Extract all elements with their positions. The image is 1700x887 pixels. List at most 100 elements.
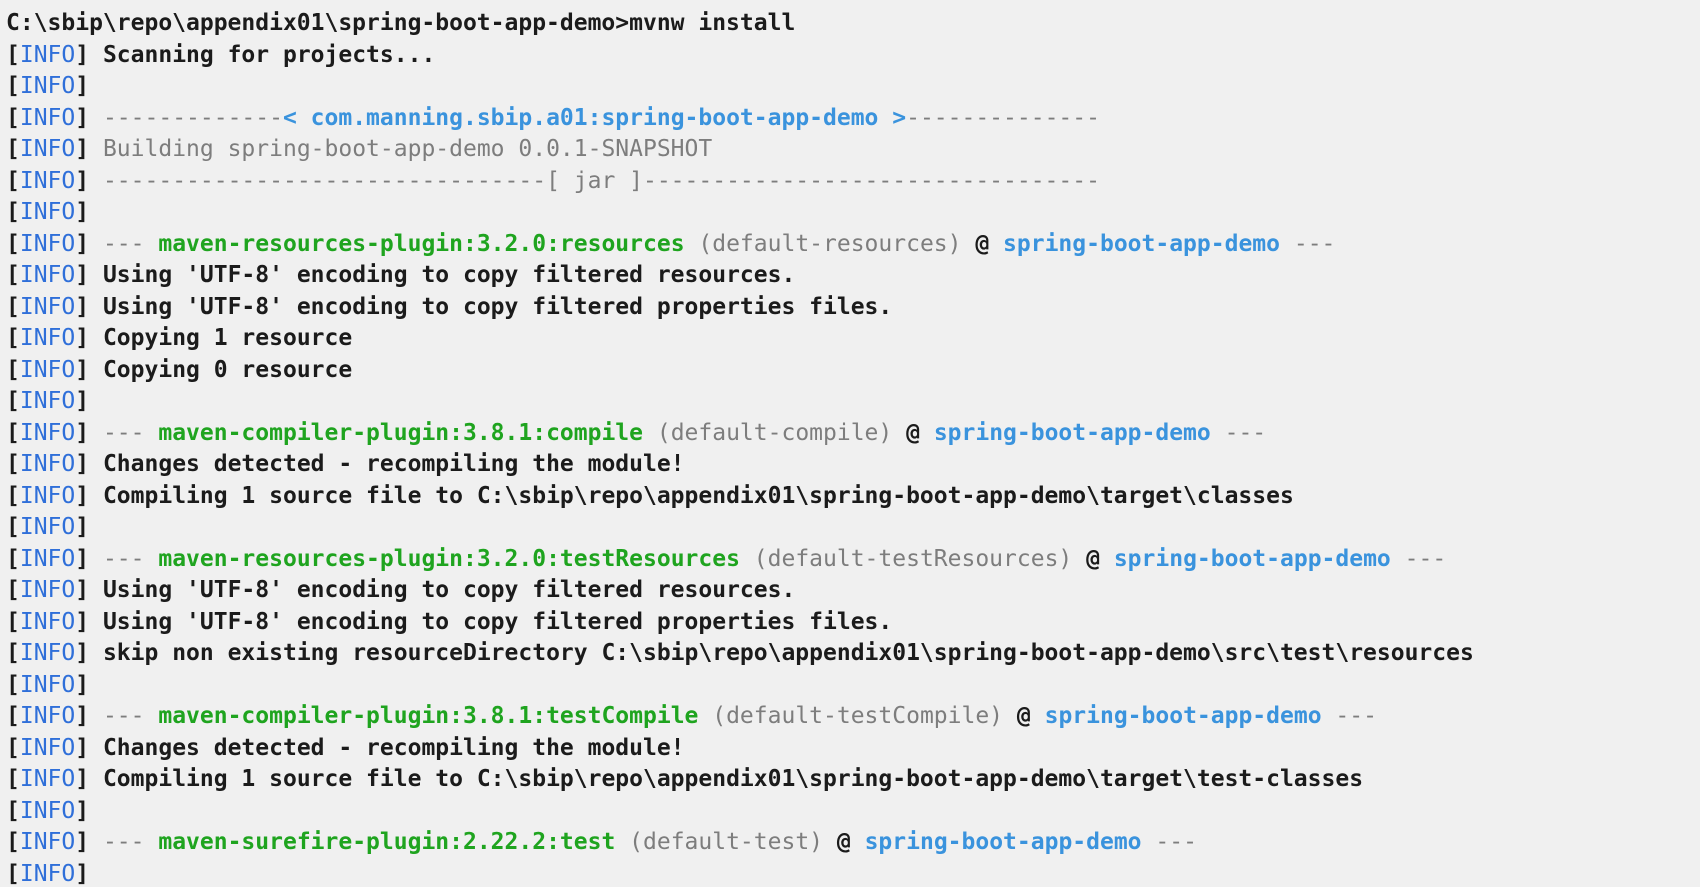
log-level-info: INFO (19, 325, 76, 351)
console-line: [INFO] Copying 0 resource (6, 355, 1700, 387)
artifact-name-text: spring-boot-app-demo (1044, 703, 1322, 729)
log-text: ] (75, 356, 103, 383)
log-muted-text: --- (1390, 545, 1447, 572)
log-level-info: INFO (19, 230, 76, 257)
console-line: [INFO] -------------< com.manning.sbip.a… (6, 103, 1700, 135)
log-muted-text: --- (1280, 230, 1336, 257)
log-text: ] (75, 73, 103, 99)
log-text: Using 'UTF-8' encoding to copy filtered … (102, 262, 796, 288)
console-line: [INFO] (6, 71, 1700, 103)
log-level-info: INFO (19, 671, 76, 698)
console-line: [INFO] (6, 386, 1700, 418)
log-text: [ (6, 703, 20, 729)
console-line: [INFO] Scanning for projects... (6, 40, 1700, 72)
console-line: [INFO] Compiling 1 source file to C:\sbi… (6, 481, 1700, 513)
log-text: ] (75, 766, 103, 792)
log-muted-text: --- (1210, 419, 1267, 446)
plugin-goal-text: maven-resources-plugin:3.2.0:testResourc… (158, 545, 740, 572)
log-text: @ (1016, 703, 1045, 729)
log-level-info: INFO (19, 577, 76, 603)
log-text: [ (6, 167, 20, 194)
log-text: Using 'UTF-8' encoding to copy filtered … (102, 577, 796, 603)
console-line: [INFO] Changes detected - recompiling th… (6, 449, 1700, 481)
log-text: [ (6, 860, 20, 887)
log-muted-text: --- (1141, 829, 1197, 855)
log-muted-text: (default-testCompile) (698, 703, 1017, 729)
log-text: ] (75, 262, 103, 288)
console-line: [INFO] Using 'UTF-8' encoding to copy fi… (6, 260, 1700, 292)
log-text: [ (6, 482, 20, 509)
log-muted-text: --- (102, 419, 159, 446)
console-line: [INFO] (6, 512, 1700, 544)
console-line: [INFO] (6, 670, 1700, 702)
log-text: [ (6, 766, 20, 792)
log-level-info: INFO (19, 451, 76, 477)
console-line: [INFO] --- maven-compiler-plugin:3.8.1:c… (6, 418, 1700, 450)
log-text: [ (6, 514, 20, 540)
log-muted-text: ------------- (102, 104, 283, 131)
log-muted-text: --- (102, 230, 159, 257)
log-text: [ (6, 797, 20, 824)
console-line: [INFO] (6, 859, 1700, 887)
log-text: @ (975, 230, 1004, 257)
log-level-info: INFO (19, 829, 76, 855)
log-level-info: INFO (19, 262, 76, 288)
log-text: [ (6, 451, 20, 477)
log-text: Compiling 1 source file to C:\sbip\repo\… (102, 482, 1294, 509)
log-muted-text: (default-testResources) (739, 545, 1087, 572)
log-text: ] (75, 388, 103, 414)
log-text: ] (75, 608, 103, 635)
log-muted-text: (default-test) (615, 829, 837, 855)
log-text: ] (75, 860, 103, 887)
log-text: @ (1086, 545, 1114, 572)
log-text: ] (75, 104, 103, 131)
log-muted-text: -------------- (906, 104, 1100, 131)
log-level-info: INFO (19, 41, 76, 68)
log-text: @ (836, 829, 865, 855)
log-text: ] (75, 136, 103, 162)
console-line: [INFO] Using 'UTF-8' encoding to copy fi… (6, 607, 1700, 639)
log-level-info: INFO (19, 388, 76, 414)
log-level-info: INFO (19, 860, 76, 887)
log-level-info: INFO (19, 545, 76, 572)
log-text: Compiling 1 source file to C:\sbip\repo\… (102, 766, 1364, 792)
log-text: [ (6, 325, 20, 351)
console-line: [INFO] --- maven-surefire-plugin:2.22.2:… (6, 827, 1700, 859)
log-text: [ (6, 829, 20, 855)
log-text: Scanning for projects... (102, 41, 436, 68)
log-text: [ (6, 545, 20, 572)
log-level-info: INFO (19, 734, 76, 761)
log-level-info: INFO (19, 640, 76, 666)
log-text: [ (6, 199, 20, 225)
log-level-info: INFO (19, 293, 76, 320)
log-text: ] (75, 293, 103, 320)
log-muted-text: (default-resources) (684, 230, 976, 257)
console-line: [INFO] Using 'UTF-8' encoding to copy fi… (6, 575, 1700, 607)
log-text: Copying 0 resource (102, 356, 353, 383)
log-text: Changes detected - recompiling the modul… (102, 451, 685, 477)
log-text: ] (75, 545, 103, 572)
log-text: ] (75, 451, 103, 477)
log-text: [ (6, 608, 20, 635)
log-text: ] (75, 230, 103, 257)
log-text: ] (75, 797, 103, 824)
log-text: ] (75, 199, 103, 225)
log-text: ] (75, 640, 103, 666)
log-level-info: INFO (19, 104, 76, 131)
log-text: [ (6, 388, 20, 414)
log-text: ] (75, 419, 103, 446)
artifact-name-text: < com.manning.sbip.a01:spring-boot-app-d… (282, 104, 907, 131)
log-text: [ (6, 104, 20, 131)
log-text: ] (75, 829, 103, 855)
console-line: [INFO] (6, 796, 1700, 828)
log-text: Using 'UTF-8' encoding to copy filtered … (102, 293, 893, 320)
console-line: [INFO] --- maven-compiler-plugin:3.8.1:t… (6, 701, 1700, 733)
log-text: [ (6, 734, 20, 761)
artifact-name-text: spring-boot-app-demo (1113, 545, 1391, 572)
console-line: [INFO] --- maven-resources-plugin:3.2.0:… (6, 229, 1700, 261)
log-muted-text: --- (102, 829, 159, 855)
artifact-name-text: spring-boot-app-demo (1003, 230, 1280, 257)
log-text: [ (6, 577, 20, 603)
log-text: ] (75, 167, 103, 194)
